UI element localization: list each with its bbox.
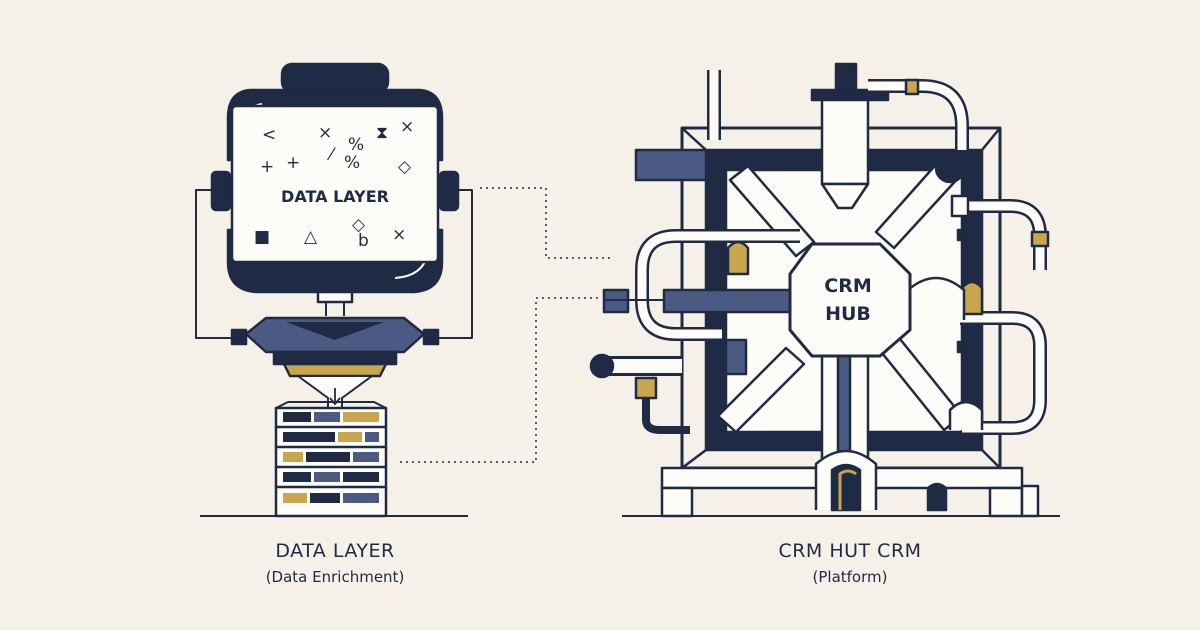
screen-symbols: < + × % ⧗ × + % ⁄ ◇ ◇ △ b × ■ xyxy=(254,117,414,251)
crm-hub-caption: CRM HUT CRM (Platform) xyxy=(700,540,1000,586)
data-layer-machine xyxy=(195,62,473,518)
data-layer-caption-title: DATA LAYER xyxy=(275,540,395,562)
connector-top xyxy=(480,187,610,259)
screen-symbol: ◇ xyxy=(352,215,366,235)
door-left-upper xyxy=(726,240,750,276)
arch-lower-right xyxy=(948,400,984,430)
right-wire xyxy=(432,189,473,339)
arch-right xyxy=(906,276,966,320)
screen-symbol: + xyxy=(260,157,274,177)
screen-symbol: ■ xyxy=(254,227,270,247)
screen-symbol: ⧗ xyxy=(376,123,388,143)
screen-label: DATA LAYER xyxy=(281,187,389,206)
right-side-knob xyxy=(438,170,460,212)
screen-symbol: × xyxy=(318,123,332,143)
screen-symbol: × xyxy=(400,117,414,137)
screen-symbol: < xyxy=(262,125,276,145)
data-layer-caption-subtitle: (Data Enrichment) xyxy=(265,568,405,586)
screen-symbol: b xyxy=(358,231,369,251)
data-layer-screen xyxy=(230,104,440,264)
hub-label-line1: CRM xyxy=(824,275,871,297)
crm-hub-core xyxy=(788,242,912,358)
central-column-top xyxy=(820,90,870,186)
hub-label-line2: HUB xyxy=(825,303,871,325)
left-wire xyxy=(195,189,238,339)
data-layer-caption: DATA LAYER (Data Enrichment) xyxy=(205,540,465,586)
connector-bottom xyxy=(400,298,537,463)
screen-symbol: + xyxy=(286,153,300,173)
screen-symbol: ⁄ xyxy=(326,145,336,165)
screen-symbol: % xyxy=(348,135,364,155)
screen-symbol: × xyxy=(392,225,406,245)
screen-symbol: △ xyxy=(304,227,318,247)
crm-hub-caption-title: CRM HUT CRM xyxy=(778,540,922,562)
strut-bottom-left xyxy=(716,346,806,434)
dotted-connectors xyxy=(400,187,610,463)
screen-symbol: % xyxy=(344,153,360,173)
left-side-knob xyxy=(210,170,232,212)
screen-symbol: ◇ xyxy=(398,157,412,177)
door-bottom-right xyxy=(926,482,948,512)
crm-hub-structure xyxy=(589,62,1060,518)
crm-hub-caption-subtitle: (Platform) xyxy=(812,568,888,586)
machine-top-cap xyxy=(280,62,390,94)
